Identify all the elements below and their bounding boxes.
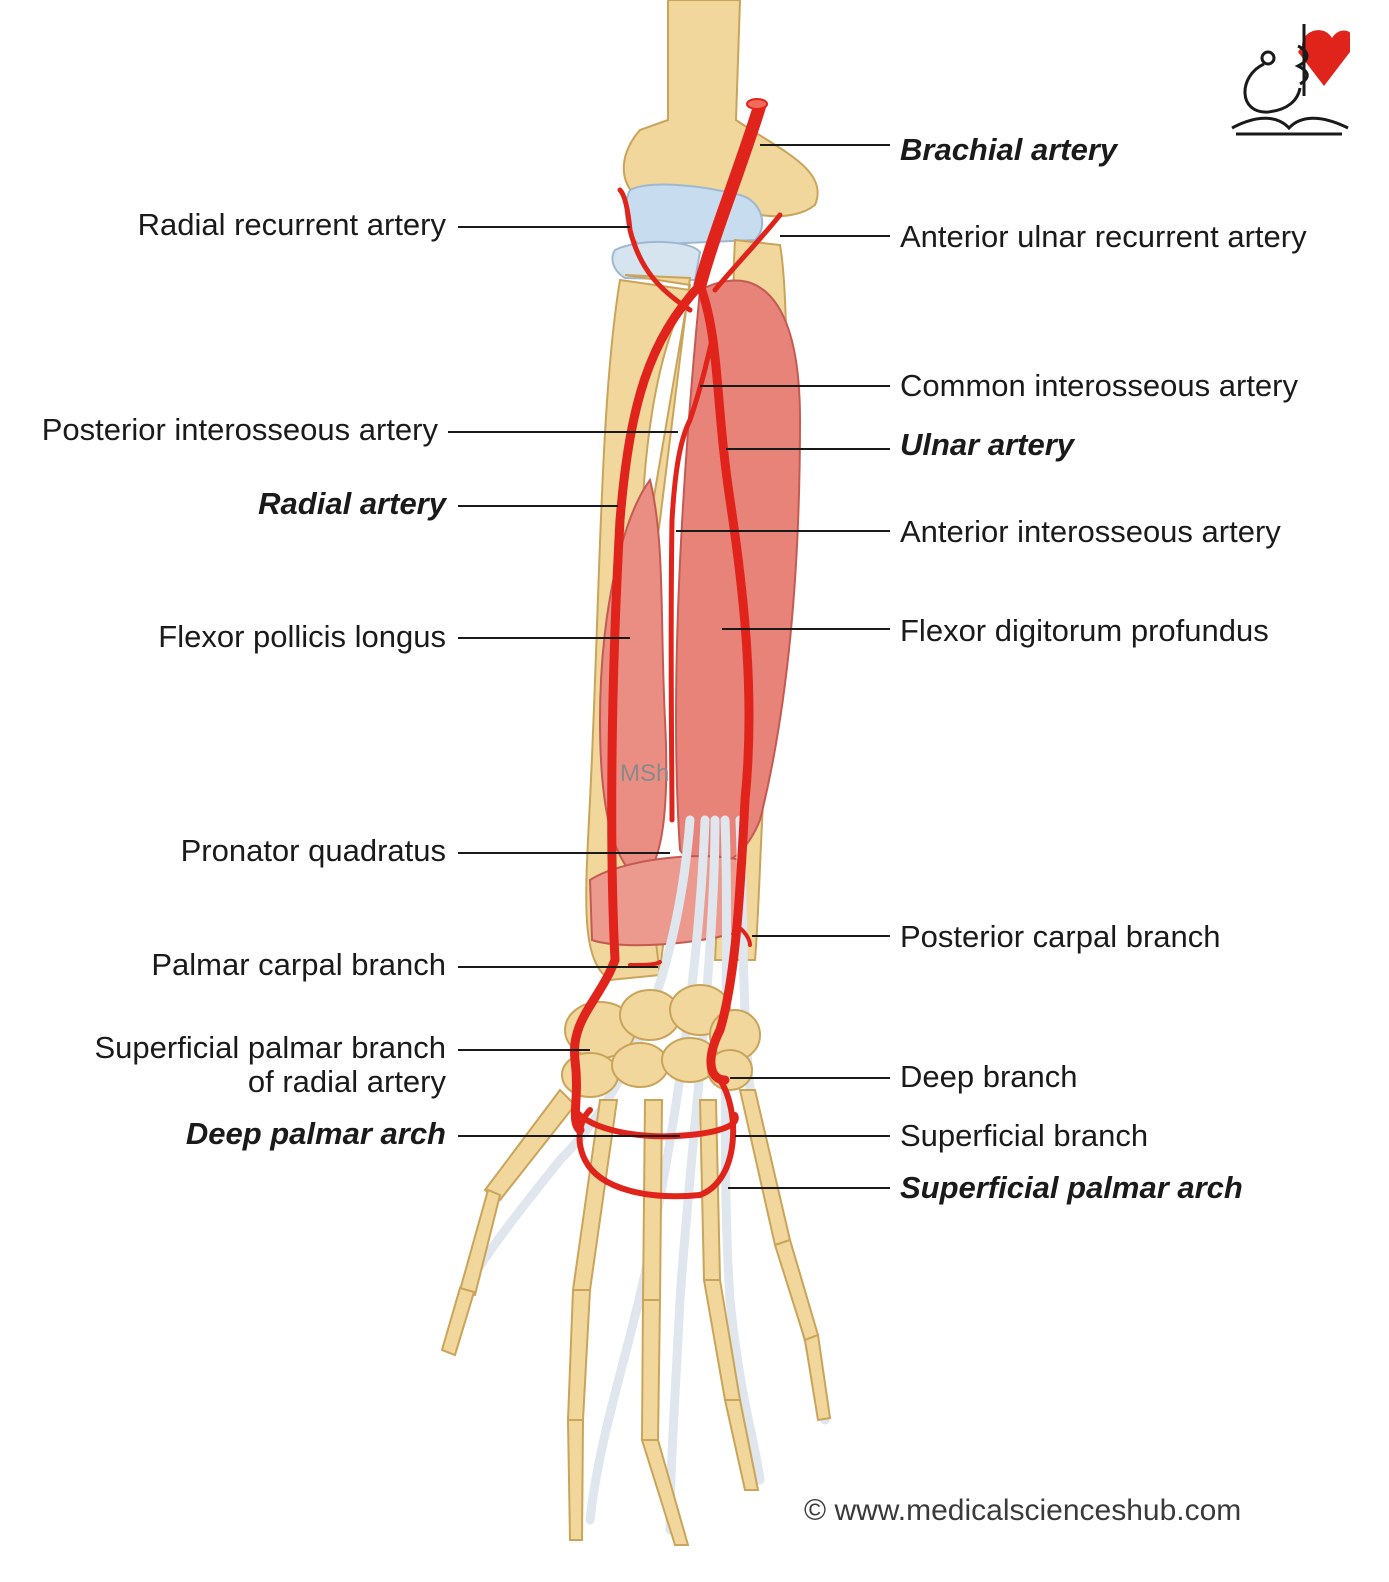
label-deep-palmar-arch: Deep palmar arch	[185, 1116, 446, 1151]
hand-bones	[440, 1088, 832, 1546]
leader-pronator-quadratus	[458, 852, 670, 854]
label-common-interosseous-artery: Common interosseous artery	[900, 368, 1298, 403]
ulnar-artery-vessel	[695, 280, 754, 1085]
leader-radial-recurrent-artery	[458, 226, 630, 228]
label-radial-recurrent-artery: Radial recurrent artery	[137, 207, 446, 242]
leader-radial-artery	[458, 505, 618, 507]
leader-anterior-ulnar-recurrent-artery	[780, 235, 890, 237]
palmar-carpal-vessel	[628, 960, 662, 967]
label-flexor-pollicis-longus: Flexor pollicis longus	[158, 619, 446, 654]
brachial-artery-vessel	[693, 98, 767, 292]
common-interosseous-vessel	[668, 337, 715, 823]
label-brachial-artery: Brachial artery	[900, 132, 1118, 167]
medicalscienceshub-logo	[1231, 24, 1350, 136]
label-superficial-palmar-arch: Superficial palmar arch	[900, 1170, 1243, 1205]
leader-flexor-pollicis-longus	[458, 637, 630, 639]
posterior-carpal-vessel	[733, 923, 752, 947]
copyright-notice: © www.medicalscienceshub.com	[804, 1494, 1242, 1527]
label-palmar-carpal-branch: Palmar carpal branch	[151, 947, 446, 982]
leader-superficial-palmar-arch	[728, 1187, 890, 1189]
radial-head	[611, 241, 702, 282]
label-pronator-quadratus: Pronator quadratus	[180, 833, 446, 868]
label-superficial-palmar-branch-line2: of radial artery	[247, 1064, 446, 1099]
label-radial-artery: Radial artery	[258, 486, 446, 521]
label-superficial-branch: Superficial branch	[900, 1118, 1149, 1153]
label-anterior-interosseous-artery: Anterior interosseous artery	[900, 514, 1281, 549]
radial-artery-vessel	[569, 280, 705, 1135]
label-ulnar-artery: Ulnar artery	[900, 427, 1075, 462]
leader-posterior-interosseous-artery	[448, 431, 678, 433]
leader-anterior-interosseous-artery	[676, 530, 890, 532]
ulnar-recurrent-vessel	[712, 212, 783, 293]
label-posterior-carpal-branch: Posterior carpal branch	[900, 919, 1221, 954]
arteries	[569, 98, 783, 1200]
leader-brachial-artery	[760, 144, 890, 146]
label-superficial-palmar-branch: Superficial palmar branch	[94, 1030, 446, 1065]
leader-deep-branch	[730, 1077, 890, 1079]
leader-palmar-carpal-branch	[458, 966, 658, 968]
humerus	[622, 0, 819, 218]
watermark: MSh	[620, 760, 670, 787]
leader-superficial-branch	[735, 1135, 890, 1137]
label-flexor-digitorum-profundus: Flexor digitorum profundus	[900, 613, 1269, 648]
label-deep-branch: Deep branch	[900, 1059, 1078, 1094]
leader-superficial-palmar-branch	[458, 1049, 590, 1051]
label-posterior-interosseous-artery: Posterior interosseous artery	[41, 412, 438, 447]
leader-deep-palmar-arch	[458, 1135, 680, 1137]
leader-flexor-digitorum-profundus	[722, 628, 890, 630]
leader-posterior-carpal-branch	[752, 935, 890, 937]
leader-common-interosseous-artery	[700, 385, 890, 387]
radial-recurrent-vessel	[617, 187, 693, 313]
superficial-palmar-arch-vessel	[576, 1077, 737, 1200]
label-anterior-ulnar-recurrent-artery: Anterior ulnar recurrent artery	[900, 219, 1307, 254]
leader-ulnar-artery	[726, 448, 890, 450]
